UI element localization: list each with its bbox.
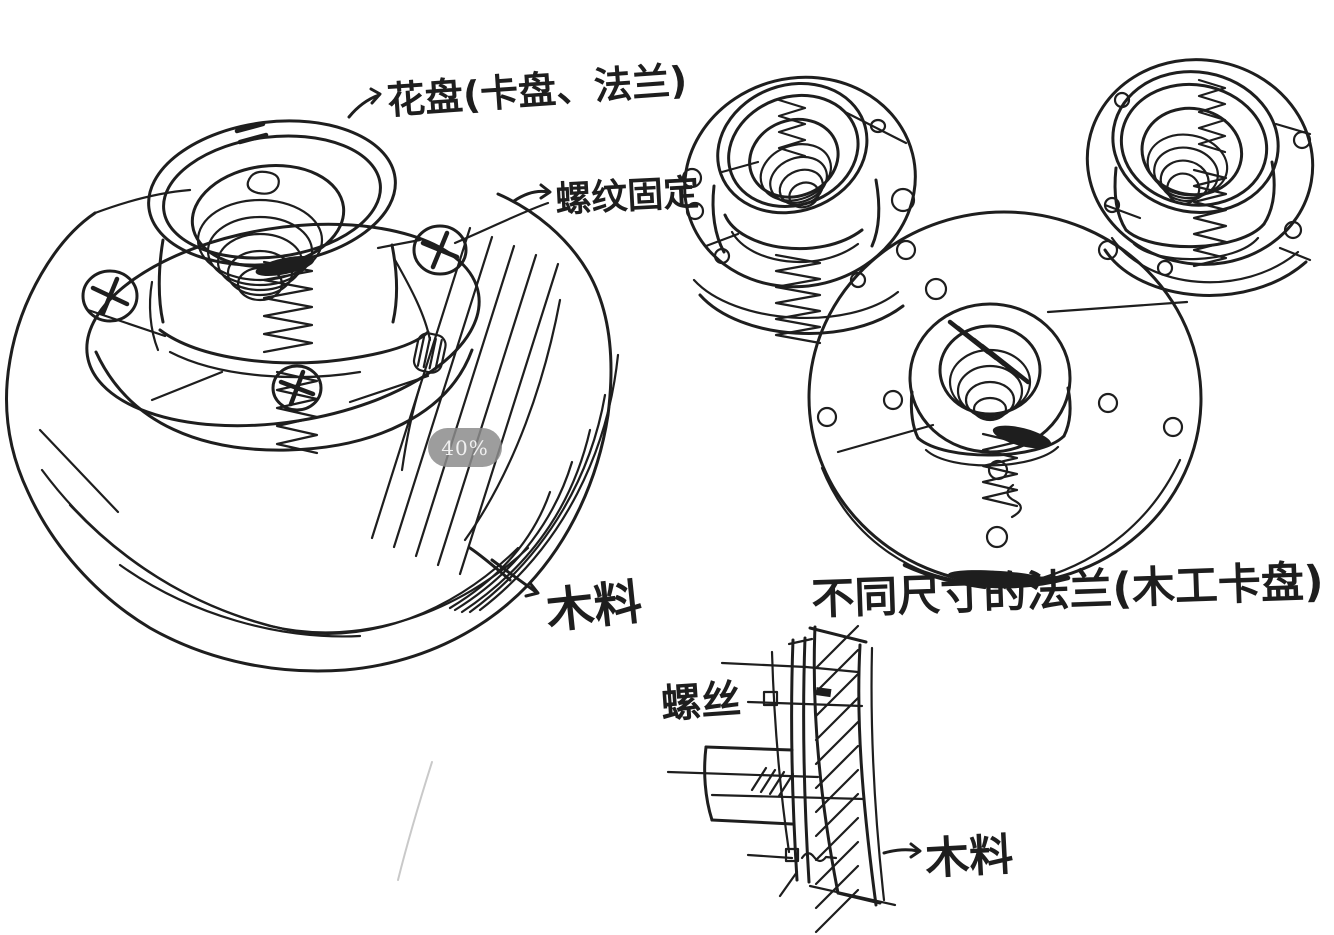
thread-bore-spiral (196, 198, 324, 302)
thread-zigzag-bottom (774, 253, 822, 345)
bore-bottom-blob (246, 170, 280, 195)
phillips-screw-left (81, 269, 139, 323)
thread-label-leader (453, 201, 550, 245)
small-flange-right-figure (1085, 58, 1315, 297)
phillips-screw-right (412, 224, 468, 276)
thread-bore-spiral (948, 348, 1032, 422)
thread-zigzag-mid (1192, 168, 1228, 268)
thread-fix-label: 螺纹固定 (554, 173, 700, 221)
shaft-thread-hatch (750, 766, 795, 798)
phillips-screw-bottom (271, 364, 323, 412)
thread-zigzag (981, 432, 1019, 508)
hub-cylinder (147, 119, 432, 455)
pencil-stroke (397, 761, 433, 881)
zoom-percentage-badge: 40% (428, 428, 502, 467)
faceplate-on-wood-figure (5, 119, 620, 673)
side-screw (412, 332, 447, 374)
bore-shading-hatch (947, 319, 1031, 385)
wood-label-bottom: 木料 (924, 829, 1015, 885)
shaft-section (666, 745, 866, 826)
large-flange-figure (807, 210, 1203, 590)
screw-label: 螺丝 (659, 677, 742, 728)
thread-bore-spiral (759, 143, 832, 209)
wood-block (5, 188, 620, 673)
faceplate-flange-disc (85, 222, 481, 452)
wood-grain-hatch (370, 226, 560, 576)
caption-right: 不同尺寸的法兰(木工卡盘) (811, 557, 1325, 625)
zoom-percentage-value: 40% (441, 435, 489, 460)
thread-zigzag-upper (262, 260, 314, 354)
screws-section (720, 650, 864, 863)
faceplate-label: 花盘(卡盘、法兰) (386, 58, 689, 123)
arrow-to-thread-label-icon (512, 183, 552, 203)
wood-label-left: 木料 (543, 574, 644, 640)
arrow-to-wood-bottom-icon (882, 842, 922, 859)
small-flange-left-figure (681, 75, 917, 345)
thread-zigzag (777, 98, 807, 158)
thread-zigzag (1197, 78, 1227, 154)
arrow-to-faceplate-icon (347, 87, 382, 119)
large-flange-hub (908, 277, 1072, 508)
board (808, 624, 897, 934)
thread-bore-spiral (1146, 133, 1229, 205)
cross-section-figure (666, 624, 897, 934)
arrow-to-wood-left-icon (468, 546, 540, 598)
